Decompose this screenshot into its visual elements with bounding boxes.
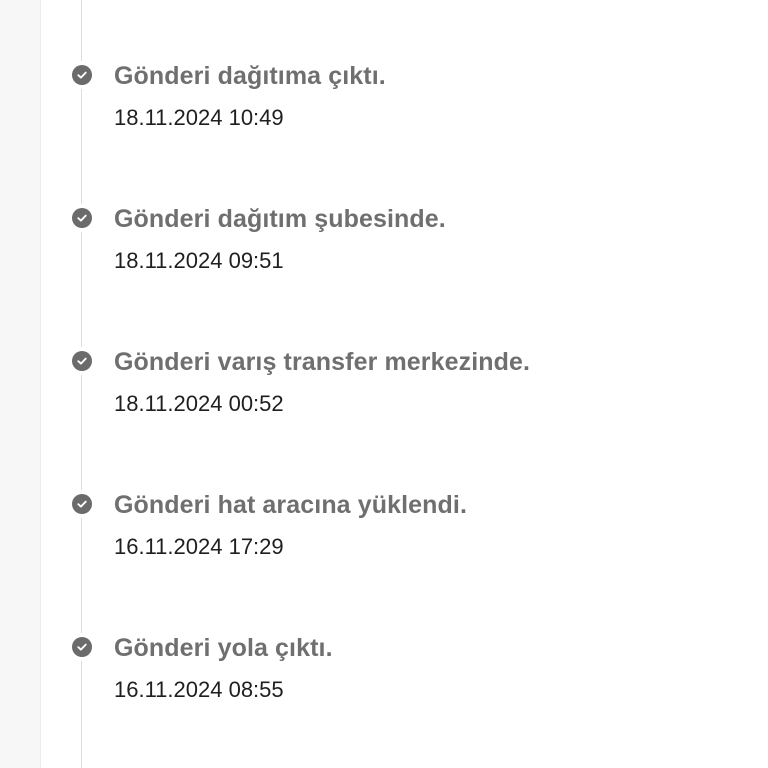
event-timestamp: 16.11.2024 17:29 [114, 534, 284, 559]
check-circle-icon [72, 208, 92, 228]
event-timestamp: 18.11.2024 09:51 [114, 248, 284, 273]
check-circle-icon [72, 494, 92, 514]
event-timestamp: 18.11.2024 00:52 [114, 391, 284, 416]
timeline-event: Gönderi hat aracına yüklendi. 16.11.2024… [0, 491, 768, 571]
event-title: Gönderi dağıtıma çıktı. [114, 62, 386, 90]
event-timestamp: 18.11.2024 10:49 [114, 105, 284, 130]
timeline-event: Gönderi varış transfer merkezinde. 18.11… [0, 348, 768, 428]
timeline-event: Gönderi dağıtım şubesinde. 18.11.2024 09… [0, 205, 768, 285]
event-title: Gönderi dağıtım şubesinde. [114, 205, 446, 233]
timeline-event: Gönderi dağıtıma çıktı. 18.11.2024 10:49 [0, 62, 768, 142]
left-gutter [0, 0, 41, 768]
event-title: Gönderi yola çıktı. [114, 634, 333, 662]
check-circle-icon [72, 65, 92, 85]
timeline-line [81, 0, 82, 768]
check-circle-icon [72, 637, 92, 657]
event-title: Gönderi varış transfer merkezinde. [114, 348, 531, 376]
event-timestamp: 16.11.2024 08:55 [114, 677, 284, 702]
check-circle-icon [72, 351, 92, 371]
event-title: Gönderi hat aracına yüklendi. [114, 491, 467, 519]
timeline-event: Gönderi yola çıktı. 16.11.2024 08:55 [0, 634, 768, 714]
